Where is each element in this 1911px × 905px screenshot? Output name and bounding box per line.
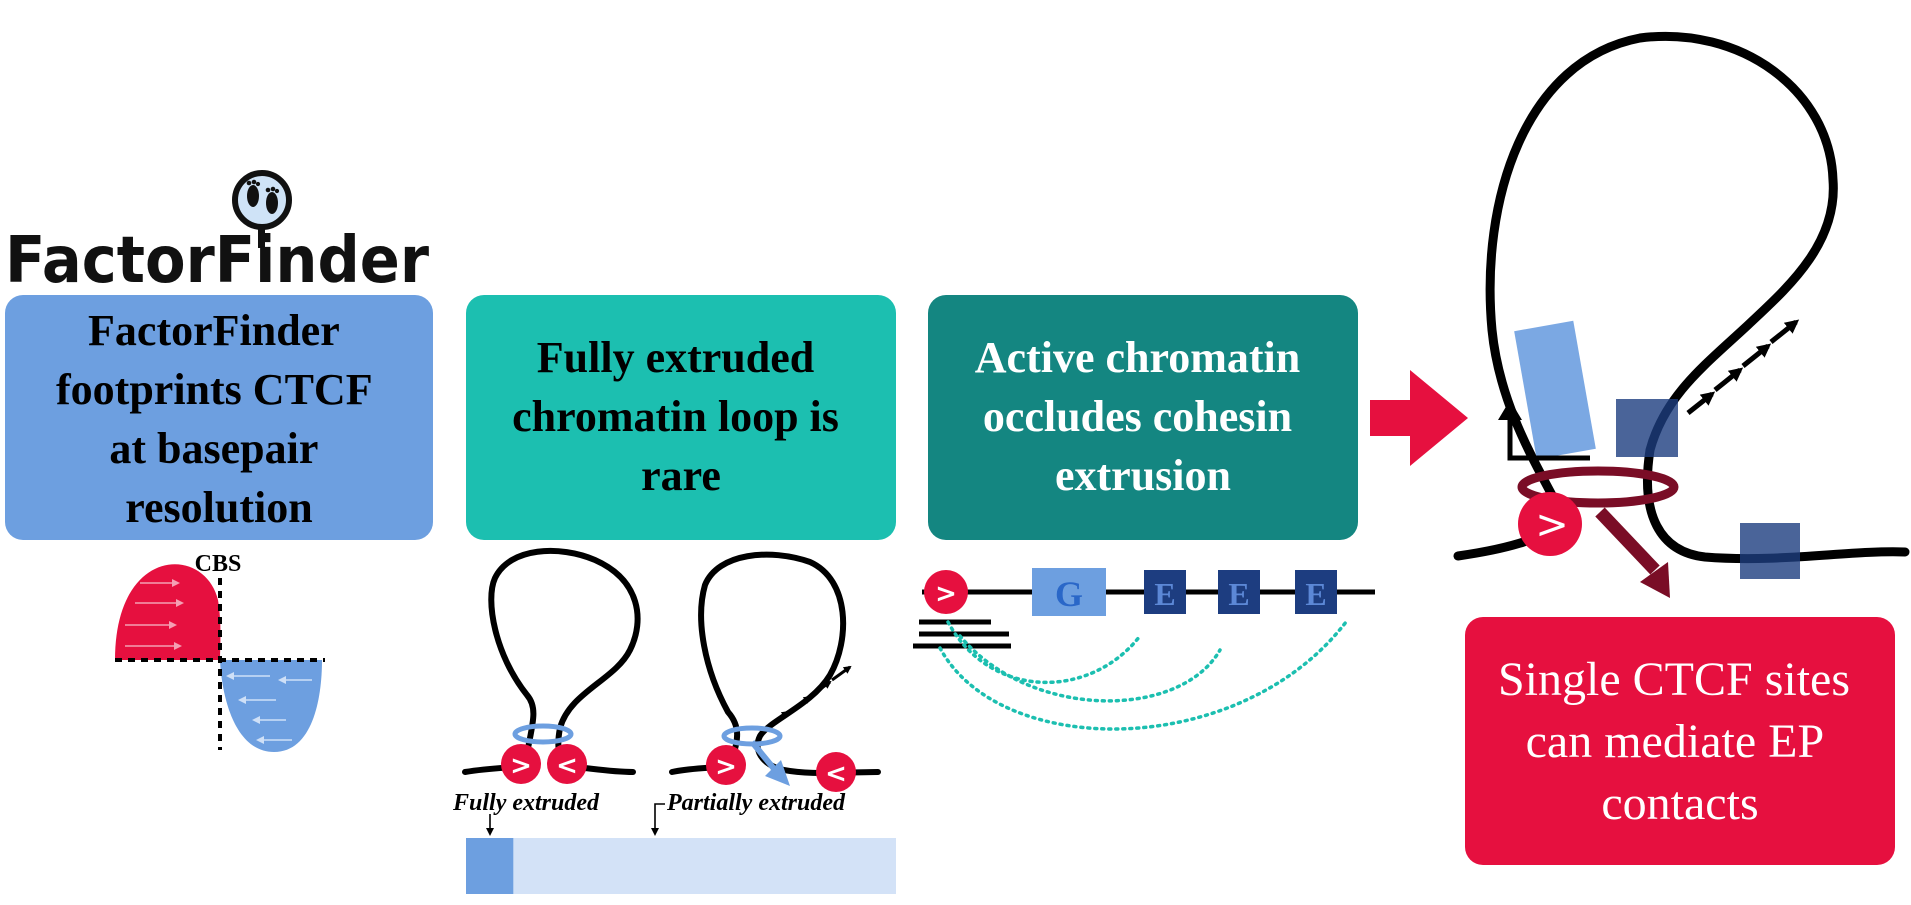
footprint-profile: CBS	[115, 551, 325, 752]
magnifier-footprints-icon	[232, 170, 292, 248]
partially-extruded-ctcf-reverse	[816, 752, 856, 792]
big-right-arrow	[1370, 370, 1468, 466]
footprint-reverse-arrows	[226, 672, 312, 744]
fully-extruded-ctcf-reverse	[547, 744, 587, 784]
ep-loop-chromatin	[1453, 31, 1910, 564]
extrusion-panel: > < > < Fully extruded Partially extrude…	[452, 547, 896, 894]
extrusion-proportion-bar	[466, 838, 896, 894]
partially-extruded-ctcf-reverse-label: <	[825, 759, 847, 789]
label-pointers	[486, 803, 665, 836]
enhancer-label-1: E	[1154, 576, 1175, 612]
ep-loop-tss-arrow	[1507, 416, 1590, 461]
enhancer-block-3	[1295, 570, 1337, 614]
cbs-label: CBS	[195, 551, 242, 577]
fully-extruded-cohesin	[512, 723, 574, 745]
ep-contact-arcs	[938, 620, 1348, 731]
footprint-negative-lobe	[220, 660, 322, 752]
fully-extruded-ctcf-reverse-label: <	[556, 751, 578, 781]
partially-extruded-blue-arrowhead	[765, 760, 790, 786]
ep-loop-cohesin-arrowhead	[1640, 562, 1670, 598]
fully-extruded-ctcf-forward-label: >	[510, 751, 532, 781]
ep-loop-tss-arrowhead	[1498, 400, 1522, 420]
ep-loop-ctcf	[1518, 492, 1582, 556]
partially-extruded-label: Partially extruded	[666, 790, 846, 816]
footprint-forward-arrows	[125, 579, 184, 650]
occlusion-panel: > G E E E	[913, 568, 1375, 731]
enhancer-block-2	[1218, 570, 1260, 614]
partially-extruded-cohesin	[721, 725, 783, 747]
occlusion-ctcf-label: >	[935, 579, 957, 609]
occlusion-ctcf	[924, 570, 968, 614]
box-conclusion-bg	[1465, 617, 1895, 865]
ep-loop-ctcf-label: >	[1535, 502, 1569, 548]
partially-extruded-motion-arrows	[769, 665, 852, 727]
fully-extruded-ctcf-forward	[501, 744, 541, 784]
box-occlusion: Active chromatin occludes cohesin extrus…	[928, 295, 1358, 540]
box-extrusion: Fully extruded chromatin loop is rare	[466, 295, 896, 540]
partially-extruded-loop: > <	[669, 551, 881, 792]
box-occlusion-text: Active chromatin occludes cohesin extrus…	[975, 333, 1311, 500]
ep-loop-cohesin-arrow	[1595, 507, 1660, 575]
ep-loop-motion-arrows	[1686, 319, 1800, 415]
enhancer-block-1	[1144, 570, 1186, 614]
enhancer-label-3: E	[1305, 576, 1326, 612]
fully-extruded-fraction-fill	[466, 838, 514, 894]
cohesin-stack	[913, 619, 1011, 649]
ep-loop-cohesin-ring	[1517, 466, 1679, 508]
ep-loop-gene-block	[1514, 320, 1596, 460]
logo-text: FactorFinder	[5, 224, 429, 298]
partially-extruded-ctcf-forward	[706, 745, 746, 785]
factorfinder-logo: FactorFinder	[5, 170, 429, 298]
ep-loop-enhancer-block-1	[1616, 399, 1678, 457]
box-footprinting-bg	[5, 295, 433, 540]
ep-loop-panel: >	[1453, 31, 1910, 598]
partially-extruded-blue-arrow	[749, 740, 778, 772]
box-footprinting: FactorFinder footprints CTCF at basepair…	[5, 295, 433, 540]
box-conclusion: Single CTCF sites can mediate EP contact…	[1465, 617, 1895, 865]
box-extrusion-text: Fully extruded chromatin loop is rare	[512, 333, 850, 500]
partially-extruded-ctcf-forward-label: >	[715, 752, 737, 782]
ep-loop-enhancer-block-2	[1740, 523, 1800, 579]
fully-extruded-loop: > <	[462, 547, 641, 784]
box-occlusion-bg	[928, 295, 1358, 540]
box-extrusion-bg	[466, 295, 896, 540]
fully-extruded-chromatin	[462, 547, 641, 775]
gene-label: G	[1055, 574, 1083, 614]
footprint-positive-lobe	[115, 564, 221, 660]
enhancer-label-2: E	[1228, 576, 1249, 612]
box-conclusion-text: Single CTCF sites can mediate EP contact…	[1498, 653, 1862, 830]
gene-block	[1032, 568, 1106, 616]
box-footprinting-text: FactorFinder footprints CTCF at basepair…	[56, 306, 382, 532]
fully-extruded-label: Fully extruded	[452, 790, 600, 816]
